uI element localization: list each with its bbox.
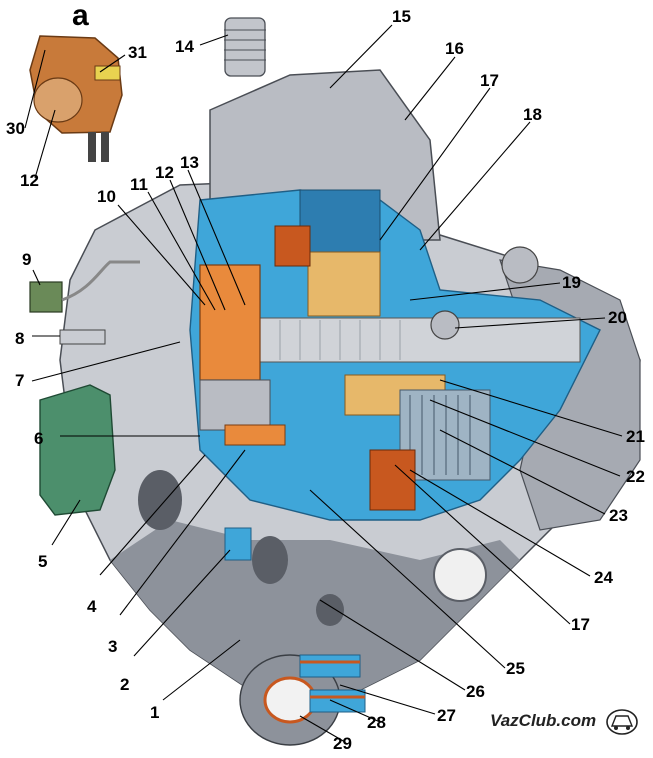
callout-19: 19 [562, 273, 581, 292]
callout-8: 8 [15, 329, 24, 348]
plug-connector-shape [29, 281, 63, 313]
callout-25: 25 [506, 659, 525, 678]
capacitor-shape [39, 384, 116, 516]
callout-3: 3 [108, 637, 117, 656]
callout-12: 12 [155, 163, 174, 182]
callout-2: 2 [120, 675, 129, 694]
watermark: VazClub.com [490, 709, 638, 735]
regulator-terminal-1 [88, 132, 96, 162]
regulator-brush-plate [94, 65, 121, 81]
wire-lead [61, 260, 140, 302]
diode-plate-shape [224, 424, 286, 446]
housing-hole-3 [316, 594, 344, 626]
callout-7: 7 [15, 371, 24, 390]
callout-24: 24 [594, 568, 613, 587]
callout-4: 4 [87, 597, 97, 616]
callout-30: 30 [6, 119, 25, 138]
terminal-thread [224, 29, 266, 61]
callout-27: 27 [437, 706, 456, 725]
bushing-cut-lower [309, 689, 366, 713]
mounting-bushing-shape [263, 676, 317, 724]
stator-laminations [409, 395, 471, 475]
callout-22: 22 [626, 467, 645, 486]
housing-hole-2 [252, 536, 288, 584]
bushing-liners [300, 660, 365, 699]
callout-6: 6 [34, 429, 43, 448]
callout-26: 26 [466, 682, 485, 701]
slip-ring-shape [199, 379, 271, 431]
pulley-nut-shape [501, 246, 539, 284]
leader-lines [24, 24, 623, 743]
callout-18: 18 [523, 105, 542, 124]
regulator-terminal-2 [101, 132, 109, 162]
bushing-cut-upper [299, 654, 361, 678]
callout-16: 16 [445, 39, 464, 58]
copper-winding-lower [369, 449, 416, 511]
callout-9: 9 [22, 250, 31, 269]
terminal-stud-shape [224, 17, 266, 77]
callout-numbers: 1 2 3 4 5 6 7 8 9 10 11 12 13 14 15 16 1… [6, 7, 645, 753]
stator-upper-shape [299, 189, 381, 261]
callout-29: 29 [333, 734, 352, 753]
callout-11: 11 [130, 175, 148, 194]
front-bearing-shape [430, 310, 460, 340]
callout-5: 5 [38, 552, 47, 571]
callout-21: 21 [626, 427, 645, 446]
housing-hole-1 [138, 470, 182, 530]
callout-13: 13 [180, 153, 199, 172]
car-logo-icon [606, 709, 638, 735]
callout-12-inset: 12 [20, 171, 39, 190]
terminal-bolt-shape [59, 329, 106, 345]
inset-letter: а [72, 0, 89, 32]
housing-hole-4 [433, 548, 487, 602]
regulator-cap-shape [33, 77, 83, 123]
diode-window-shape [224, 527, 252, 561]
callout-1: 1 [150, 703, 159, 722]
watermark-text: VazClub.com [490, 711, 596, 730]
callout-20: 20 [608, 308, 627, 327]
callout-28: 28 [367, 713, 386, 732]
brush-holder-shape [199, 264, 261, 381]
rotor-shaft-shape [249, 317, 581, 363]
callout-31: 31 [128, 43, 147, 62]
callout-23: 23 [609, 506, 628, 525]
callout-14: 14 [175, 37, 194, 56]
housing-lower-shadow [110, 520, 520, 700]
callout-17-bottom: 17 [571, 615, 590, 634]
callout-10: 10 [97, 187, 116, 206]
alternator-body [29, 17, 641, 746]
copper-winding-upper [274, 225, 311, 267]
callout-15: 15 [392, 7, 411, 26]
callout-17-top: 17 [480, 71, 499, 90]
field-winding-upper [307, 251, 381, 317]
inset-regulator: а [29, 0, 123, 162]
